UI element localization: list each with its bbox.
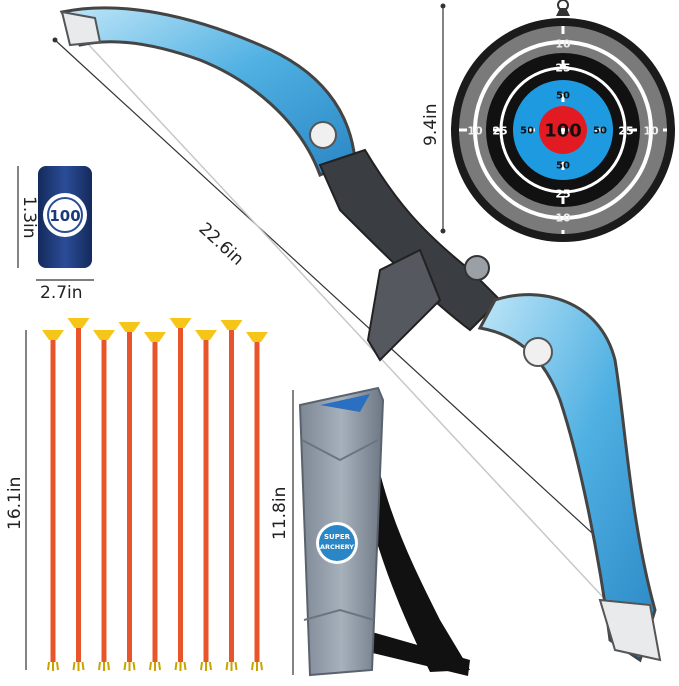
quiver-strap bbox=[365, 420, 470, 672]
bow-lower-limb bbox=[477, 293, 657, 663]
arrows-group bbox=[42, 318, 268, 671]
arrow bbox=[246, 332, 268, 671]
arrow bbox=[195, 330, 217, 671]
quiver-length-dimension: 11.8in bbox=[270, 390, 294, 675]
arrow bbox=[169, 318, 192, 671]
target-score-50: 50 bbox=[593, 126, 607, 137]
arrow bbox=[42, 330, 64, 671]
quiver: SUPER ARCHERY bbox=[298, 386, 470, 677]
target-score-50: 50 bbox=[556, 91, 570, 102]
bow-knob bbox=[464, 255, 490, 281]
target-board: 100 50 50 50 50 25 25 25 25 10 10 10 10 bbox=[451, 0, 675, 242]
can-height-label: 1.3in bbox=[19, 196, 39, 239]
arrow bbox=[67, 318, 90, 671]
target-score-10: 10 bbox=[643, 125, 659, 138]
quiver-logo-line1: SUPER bbox=[324, 533, 351, 541]
arrow-length-label: 16.1in bbox=[5, 477, 25, 530]
target-diameter-dimension: 9.4in bbox=[421, 3, 446, 234]
target-score-10: 10 bbox=[555, 38, 571, 51]
target-score-10: 10 bbox=[555, 212, 571, 225]
can-width-label: 2.7in bbox=[40, 283, 83, 303]
bow-length-label: 22.6in bbox=[195, 219, 248, 270]
target-score-50: 50 bbox=[556, 161, 570, 172]
bow-upper-limb bbox=[59, 6, 357, 178]
target-score-10: 10 bbox=[467, 125, 483, 138]
bow bbox=[59, 6, 662, 663]
can-target: 100 1.3in 2.7in bbox=[17, 166, 94, 303]
arrow bbox=[93, 330, 115, 671]
target-score-25: 25 bbox=[492, 125, 507, 138]
target-score-50: 50 bbox=[520, 126, 534, 137]
arrow bbox=[144, 332, 166, 671]
bow-riser bbox=[318, 148, 502, 332]
arrow-length-dimension: 16.1in bbox=[5, 330, 27, 670]
bow-string bbox=[74, 29, 616, 611]
target-score-25: 25 bbox=[618, 125, 633, 138]
target-score-25: 25 bbox=[555, 62, 570, 75]
quiver-logo-line2: ARCHERY bbox=[320, 543, 354, 551]
can-label: 100 bbox=[49, 207, 80, 225]
target-score-100: 100 bbox=[544, 121, 582, 142]
quiver-length-label: 11.8in bbox=[270, 487, 290, 540]
arrow bbox=[220, 320, 243, 671]
target-score-25: 25 bbox=[555, 188, 570, 201]
arrow bbox=[118, 322, 141, 671]
target-diameter-label: 9.4in bbox=[421, 103, 441, 146]
